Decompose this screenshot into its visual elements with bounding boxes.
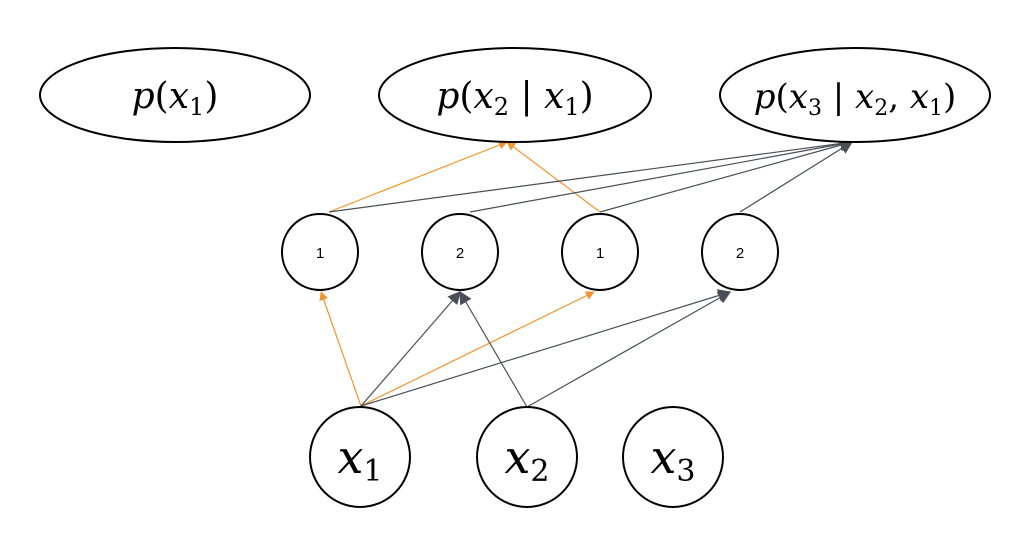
edge-h3-to-o2 bbox=[506, 141, 601, 213]
edge-i1-to-h1 bbox=[319, 291, 362, 407]
svg-text:x1: x1 bbox=[337, 430, 382, 489]
svg-text:1: 1 bbox=[316, 245, 324, 262]
input-node-x3: x3 bbox=[622, 406, 724, 508]
svg-text:x3: x3 bbox=[650, 430, 695, 489]
svg-text:1: 1 bbox=[596, 245, 604, 262]
edge-i2-to-h2 bbox=[459, 290, 528, 408]
hidden-unit-1b: 1 bbox=[561, 213, 639, 291]
output-node-p-x3-given-x2-x1: p(x3 | x2, x1) bbox=[719, 47, 991, 143]
hidden-unit-1a: 1 bbox=[281, 213, 359, 291]
output-label-p-x3-given-x2-x1: p(x3 | x2, x1) bbox=[754, 77, 957, 121]
hidden-unit-2a: 2 bbox=[421, 213, 499, 291]
input-node-x2: x2 bbox=[476, 406, 578, 508]
output-node-p-x1: p(x1) bbox=[39, 47, 311, 143]
edge-h3-to-o3 bbox=[599, 138, 854, 213]
output-node-p-x2-given-x1: p(x2 | x1) bbox=[378, 47, 652, 143]
edge-h1-to-o3 bbox=[328, 137, 854, 213]
input-node-x1: x1 bbox=[309, 406, 411, 508]
edge-i1-to-h3 bbox=[360, 291, 595, 407]
edge-i2-to-h4 bbox=[526, 291, 732, 408]
svg-text:2: 2 bbox=[736, 245, 744, 262]
output-label-p-x2-given-x1: p(x2 | x1) bbox=[436, 76, 593, 121]
edge-h4-to-o3 bbox=[739, 141, 854, 213]
edge-i1-to-h4 bbox=[360, 289, 732, 407]
edges-layer bbox=[319, 137, 854, 408]
edge-i1-to-h2 bbox=[360, 291, 461, 407]
edge-h1-to-o2 bbox=[328, 140, 508, 213]
output-label-p-x1: p(x1) bbox=[132, 76, 219, 121]
svg-text:x2: x2 bbox=[504, 430, 549, 489]
svg-text:2: 2 bbox=[456, 245, 464, 262]
edge-h2-to-o3 bbox=[469, 137, 854, 213]
hidden-unit-2b: 2 bbox=[701, 213, 779, 291]
